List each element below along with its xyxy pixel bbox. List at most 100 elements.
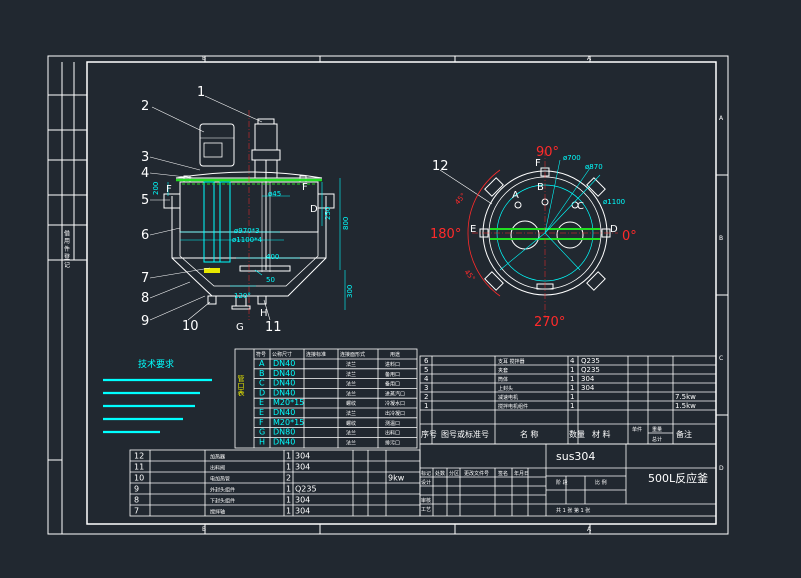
tb-drawing-name: 500L反应釜 bbox=[648, 471, 708, 485]
nozzle-header-face: 连接面形式 bbox=[340, 351, 365, 358]
parts-bottom-cell-3-3: Q235 bbox=[295, 485, 317, 494]
dim-d300: 300 bbox=[346, 285, 354, 298]
nozzle-cell-8-3: 法兰 bbox=[346, 439, 356, 446]
nozzle-header-symbol: 符号 bbox=[256, 351, 266, 358]
nozzle-cell-5-0: E bbox=[259, 408, 264, 417]
parts-header-qty: 数量 bbox=[569, 429, 585, 439]
parts-top-cell-5-4: 1.5kw bbox=[675, 402, 696, 410]
parts-top-cell-2-3: 304 bbox=[581, 375, 595, 383]
parts-top-cell-0-3: Q235 bbox=[581, 357, 600, 365]
parts-bottom-cell-2-2: 2 bbox=[286, 474, 291, 483]
nozzle-cell-6-4: 测温口 bbox=[385, 420, 400, 427]
nozzle-cell-4-1: M20*15 bbox=[273, 398, 304, 407]
front-letter-f-left: F bbox=[166, 184, 172, 195]
top-letter-b: B bbox=[537, 182, 544, 193]
title-block bbox=[419, 443, 717, 517]
parts-top-cell-5-0: 1 bbox=[424, 402, 428, 410]
nozzle-cell-3-1: DN40 bbox=[273, 388, 295, 397]
parts-bottom-cell-1-2: 1 bbox=[286, 463, 291, 472]
nozzle-cell-4-4: 冷凝水口 bbox=[385, 400, 405, 407]
parts-top-cell-4-4: 7.5kw bbox=[675, 393, 696, 401]
angle-0: 0° bbox=[622, 229, 637, 244]
parts-bottom-cell-3-0: 9 bbox=[134, 485, 139, 494]
nozzle-table bbox=[234, 348, 418, 449]
top-letter-c: C bbox=[577, 201, 584, 212]
reducer-motor bbox=[199, 123, 235, 167]
title-block-labels: 标记 设计 审核 工艺 处数 分区 更改文件号 签名 年月日 阶 段 比 例 共… bbox=[421, 470, 607, 514]
tb-col-signature: 签名 bbox=[498, 470, 508, 477]
callout-7: 7 bbox=[141, 271, 149, 286]
zone-letter-a: A bbox=[587, 55, 592, 62]
front-nozzle-letters: F F D G H bbox=[166, 182, 318, 333]
vessel-front-view bbox=[163, 110, 335, 320]
front-letter-g: G bbox=[236, 322, 244, 333]
dim-d400: 400 bbox=[266, 253, 279, 261]
nozzle-cell-6-3: 螺纹 bbox=[346, 420, 356, 427]
top-letter-f: F bbox=[535, 158, 541, 169]
parts-bottom-cell-5-3: 304 bbox=[295, 507, 310, 516]
parts-bottom-cell-5-0: 7 bbox=[134, 507, 139, 516]
nozzle-cell-6-1: M20*15 bbox=[273, 418, 304, 427]
callout-10: 10 bbox=[182, 319, 199, 334]
parts-bottom-cell-0-3: 304 bbox=[295, 452, 310, 461]
tb-col-change-doc: 更改文件号 bbox=[464, 470, 489, 477]
nozzle-cell-5-3: 法兰 bbox=[346, 410, 356, 417]
drawing-frame bbox=[47, 55, 729, 535]
nozzle-cell-5-1: DN40 bbox=[273, 408, 295, 417]
tb-row-review: 审核 bbox=[421, 497, 431, 504]
callout-11: 11 bbox=[265, 320, 282, 335]
callout-numbers: 1 2 3 4 5 6 7 8 9 10 11 12 bbox=[141, 85, 449, 335]
parts-top-cell-4-1: 减速电机 bbox=[498, 394, 518, 401]
parts-header-unit: 单件 bbox=[632, 426, 642, 433]
parts-bottom-cell-1-0: 11 bbox=[134, 463, 144, 472]
parts-top-cell-3-2: 1 bbox=[570, 384, 574, 392]
nozzle-cell-2-1: DN40 bbox=[273, 379, 295, 388]
nozzle-cell-3-4: 进蒸汽口 bbox=[385, 390, 405, 397]
nozzle-header-size: 公称尺寸 bbox=[272, 351, 292, 358]
nozzle-cell-7-4: 出料口 bbox=[385, 430, 400, 437]
parts-top-cell-0-0: 6 bbox=[424, 357, 429, 365]
nozzle-cell-0-1: DN40 bbox=[273, 359, 295, 368]
parts-bottom-cell-4-3: 304 bbox=[295, 496, 310, 505]
callout-2: 2 bbox=[141, 99, 149, 114]
top-letter-d: D bbox=[610, 224, 618, 235]
tb-material: sus304 bbox=[556, 450, 595, 463]
nozzle-cell-6-0: F bbox=[259, 418, 264, 427]
zone-letter-right-c: C bbox=[719, 355, 723, 362]
nozzle-cell-1-3: 法兰 bbox=[346, 371, 356, 378]
parts-top-cell-4-2: 1 bbox=[570, 393, 574, 401]
parts-bottom-cell-1-1: 出料阀 bbox=[210, 465, 225, 472]
dim-d200: 200 bbox=[152, 182, 160, 195]
parts-bottom-cell-2-4: 9kw bbox=[388, 474, 405, 483]
parts-table-bottom bbox=[129, 449, 421, 517]
dim-d1100-top: ø1100 bbox=[603, 198, 625, 206]
parts-top-cell-4-0: 2 bbox=[424, 393, 428, 401]
nozzle-table-header: 符号 公称尺寸 连接标准 连接面形式 用途 bbox=[256, 351, 400, 358]
zone-letter-right-a: A bbox=[719, 115, 724, 122]
parts-header-index: 序号 bbox=[421, 429, 437, 439]
zone-letter-b: B bbox=[202, 55, 206, 62]
nozzle-cell-1-1: DN40 bbox=[273, 369, 295, 378]
stirring-motor bbox=[254, 123, 278, 151]
callout-leaders bbox=[149, 95, 493, 321]
left-strip-label: 借 用 件 登 记 bbox=[63, 229, 70, 268]
dim-d870: ø870 bbox=[585, 163, 603, 171]
tb-row-process: 工艺 bbox=[421, 507, 431, 513]
nozzle-cell-2-3: 法兰 bbox=[346, 381, 356, 388]
front-dimensions bbox=[167, 178, 346, 310]
nozzle-cell-4-3: 螺纹 bbox=[346, 400, 356, 407]
angle-270: 270° bbox=[534, 315, 565, 330]
nozzle-cell-2-4: 备用口 bbox=[385, 381, 400, 388]
tb-row-design: 设计 bbox=[421, 479, 431, 486]
zone-letter-right-b: B bbox=[719, 235, 723, 242]
parts-header-total: 总计 bbox=[652, 436, 662, 443]
callout-8: 8 bbox=[141, 291, 149, 306]
parts-bottom-cell-2-1: 电加热管 bbox=[210, 476, 230, 483]
parts-bottom-cell-2-0: 10 bbox=[134, 474, 144, 483]
tb-col-zone: 分区 bbox=[449, 470, 459, 477]
nozzle-cell-0-3: 法兰 bbox=[346, 361, 356, 368]
parts-top-cell-2-1: 筒体 bbox=[498, 376, 508, 383]
parts-bottom-cell-3-1: 外封头组件 bbox=[210, 487, 235, 494]
parts-bottom-cell-1-3: 304 bbox=[295, 463, 310, 472]
